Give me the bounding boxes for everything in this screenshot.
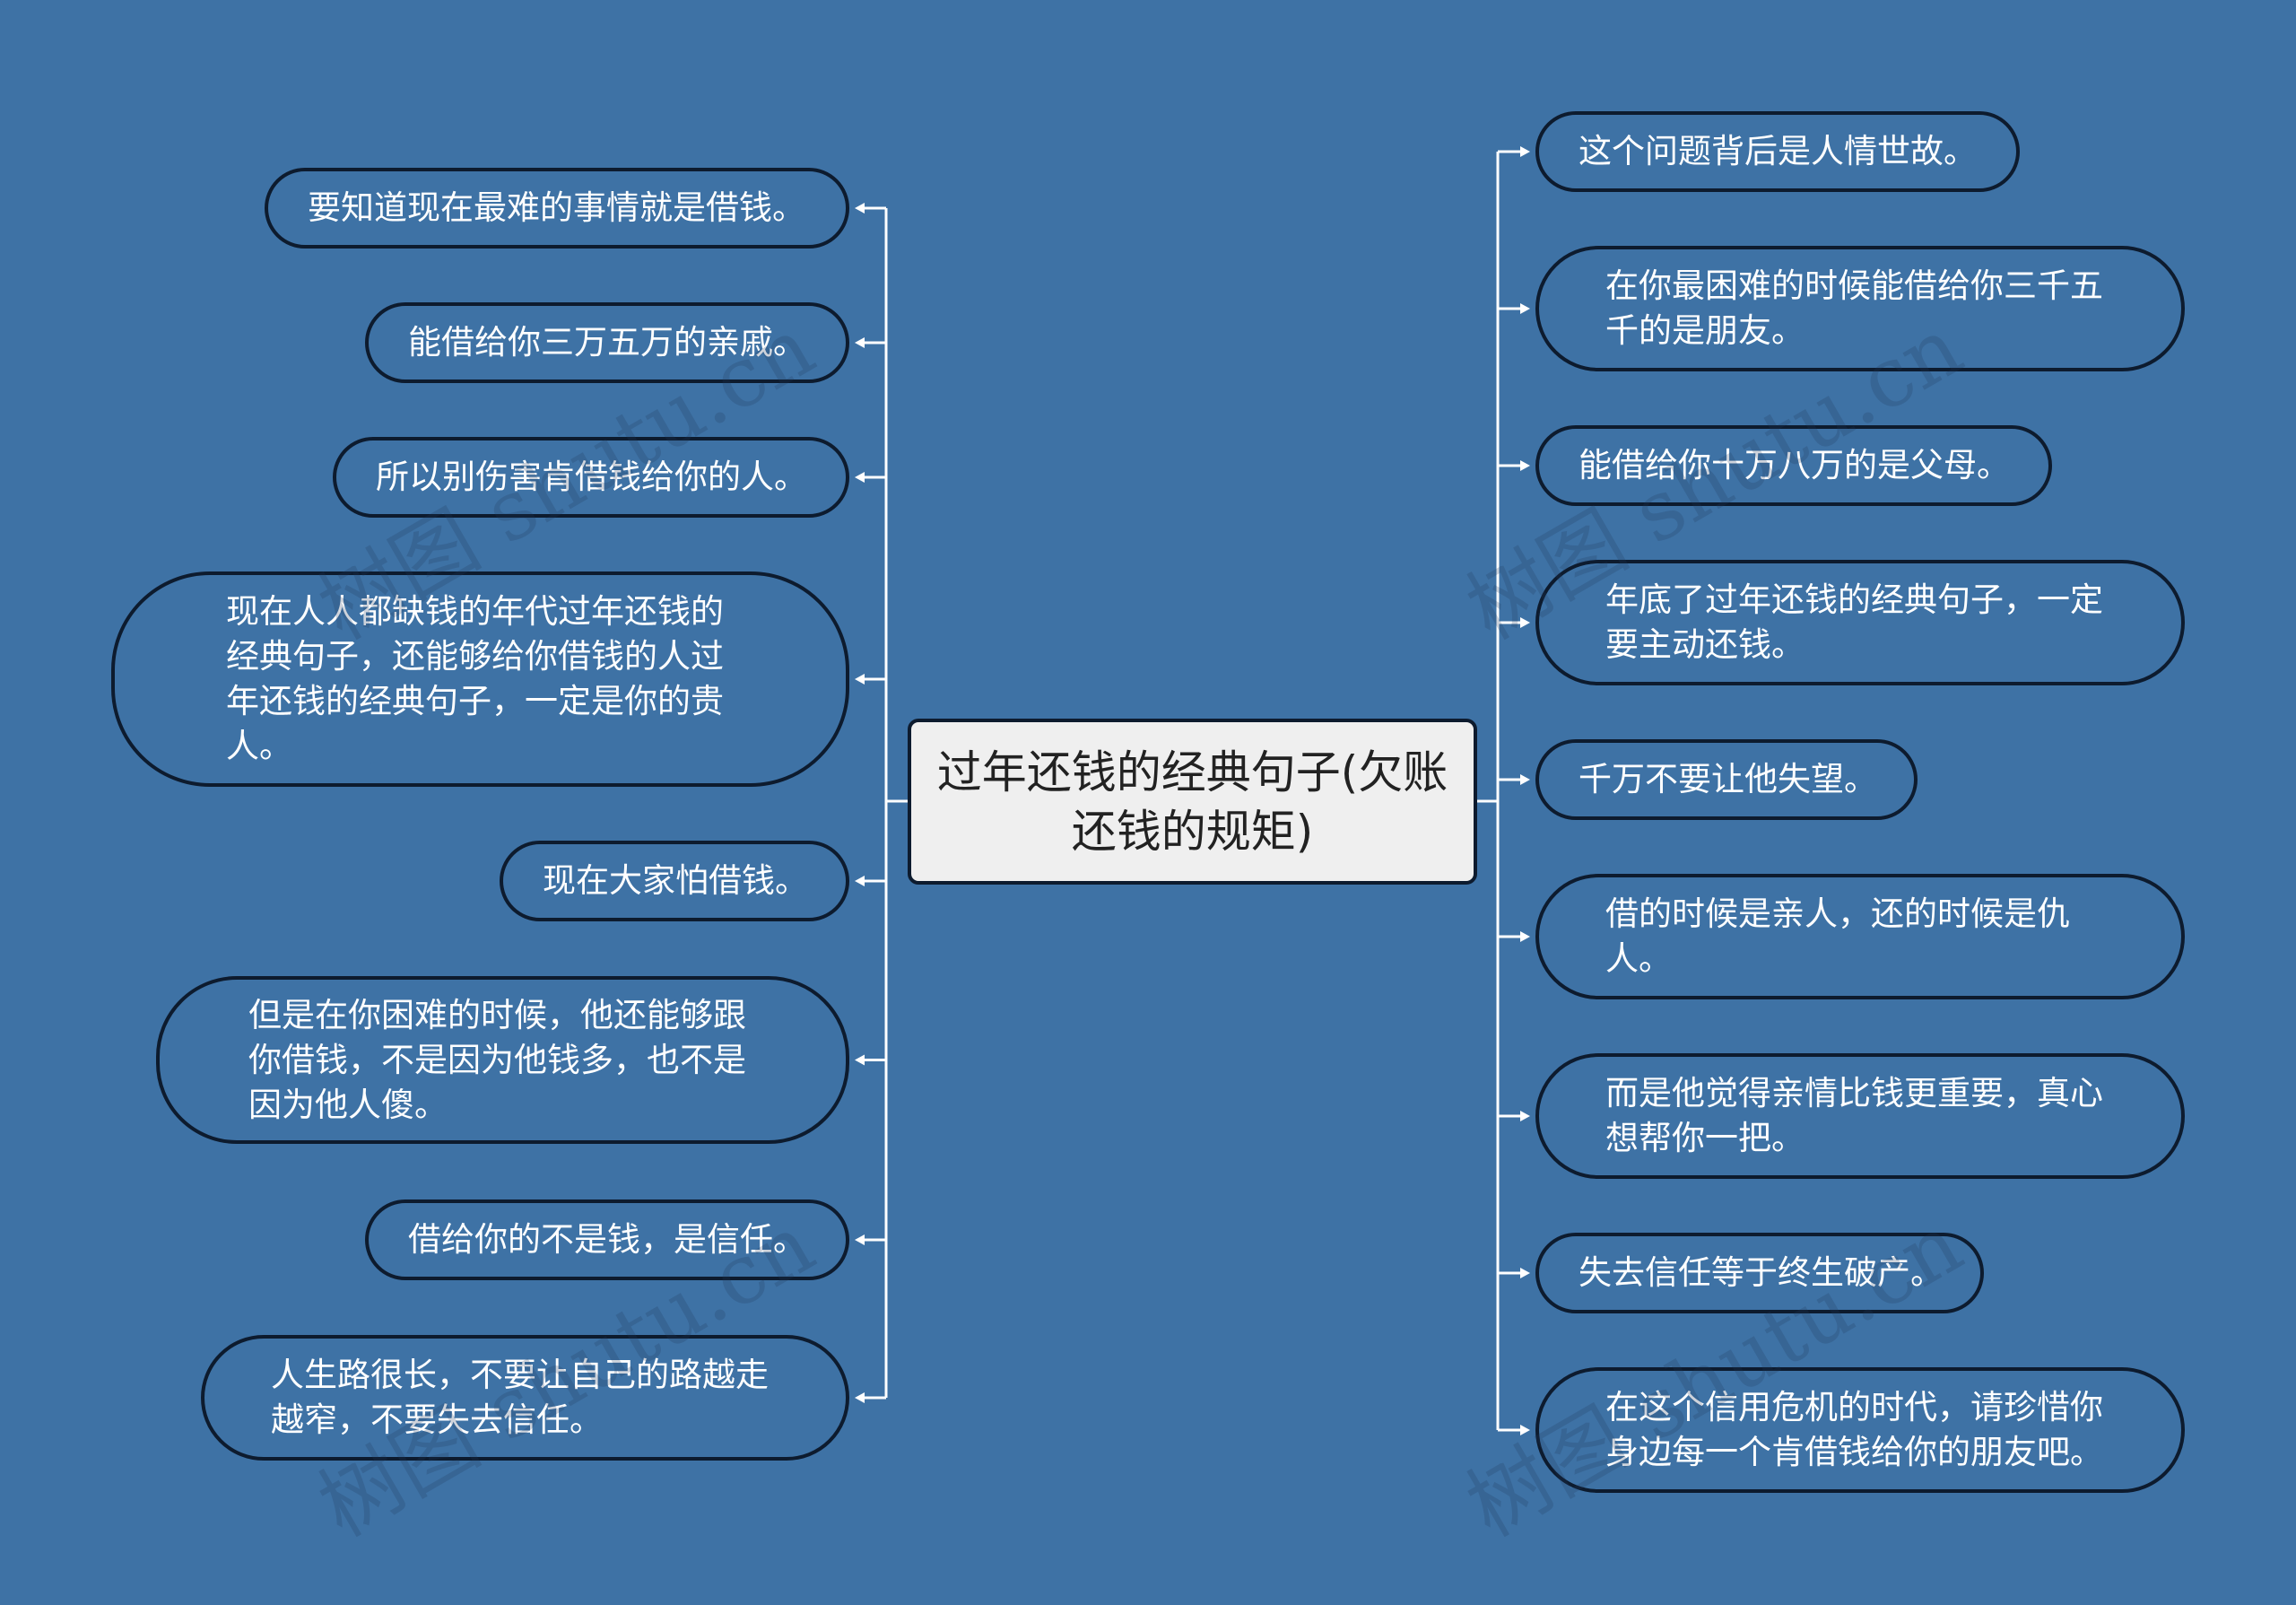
right-topic-9[interactable]: 在这个信用危机的时代，请珍惜你身边每一个肯借钱给你的朋友吧。 [1535, 1367, 2185, 1493]
right-topic-1[interactable]: 这个问题背后是人情世故。 [1535, 111, 2020, 192]
topic-label: 千万不要让他失望。 [1578, 760, 1877, 798]
arrowhead [855, 472, 865, 483]
arrowhead [855, 1054, 865, 1066]
arrowhead [1520, 931, 1530, 942]
arrowhead [1520, 617, 1530, 628]
left-topic-6[interactable]: 但是在你困难的时候，他还能够跟你借钱，不是因为他钱多，也不是因为他人傻。 [156, 976, 849, 1144]
arrowhead [1520, 146, 1530, 157]
right-topic-4[interactable]: 年底了过年还钱的经典句子，一定要主动还钱。 [1535, 560, 2185, 685]
right-topic-2[interactable]: 在你最困难的时候能借给你三千五千的是朋友。 [1535, 246, 2185, 371]
topic-label: 在这个信用危机的时代，请珍惜你身边每一个肯借钱给你的朋友吧。 [1605, 1388, 2103, 1471]
arrowhead [1520, 1268, 1530, 1278]
topic-label: 要知道现在最难的事情就是借钱。 [308, 188, 805, 227]
central-topic-label: 过年还钱的经典句子(欠账还钱的规矩) [936, 746, 1448, 858]
arrowhead [855, 337, 865, 348]
left-topic-7[interactable]: 借给你的不是钱，是信任。 [365, 1199, 849, 1280]
arrowhead [1520, 460, 1530, 471]
topic-label: 现在大家怕借钱。 [543, 861, 808, 900]
arrowhead [855, 674, 865, 685]
right-topic-8[interactable]: 失去信任等于终生破产。 [1535, 1233, 1984, 1313]
arrowhead [855, 1392, 865, 1403]
topic-label: 现在人人都缺钱的年代过年还钱的经典句子，还能够给你借钱的人过年还钱的经典句子，一… [226, 592, 724, 765]
left-topic-3[interactable]: 所以别伤害肯借钱给你的人。 [333, 437, 849, 518]
right-topic-5[interactable]: 千万不要让他失望。 [1535, 739, 1918, 820]
topic-label: 能借给你十万八万的是父母。 [1578, 446, 2010, 484]
left-topic-1[interactable]: 要知道现在最难的事情就是借钱。 [265, 168, 849, 249]
topic-label: 而是他觉得亲情比钱更重要，真心想帮你一把。 [1605, 1074, 2103, 1157]
right-topic-7[interactable]: 而是他觉得亲情比钱更重要，真心想帮你一把。 [1535, 1053, 2185, 1179]
right-topic-6[interactable]: 借的时候是亲人，还的时候是仇人。 [1535, 874, 2185, 999]
arrowhead [1520, 303, 1530, 314]
topic-label: 借给你的不是钱，是信任。 [408, 1220, 806, 1259]
left-topic-2[interactable]: 能借给你三万五万的亲戚。 [365, 302, 849, 383]
arrowhead [1520, 1425, 1530, 1435]
topic-label: 在你最困难的时候能借给你三千五千的是朋友。 [1605, 266, 2103, 350]
topic-label: 年底了过年还钱的经典句子，一定要主动还钱。 [1605, 580, 2103, 664]
topic-label: 失去信任等于终生破产。 [1578, 1253, 1944, 1292]
topic-label: 但是在你困难的时候，他还能够跟你借钱，不是因为他钱多，也不是因为他人傻。 [248, 995, 746, 1124]
topic-label: 所以别伤害肯借钱给你的人。 [376, 458, 807, 496]
arrowhead [1520, 1111, 1530, 1121]
topic-label: 这个问题背后是人情世故。 [1578, 132, 1977, 170]
topic-label: 能借给你三万五万的亲戚。 [408, 323, 806, 362]
arrowhead [855, 203, 865, 214]
arrowhead [855, 1234, 865, 1245]
arrowhead [1520, 774, 1530, 785]
left-topic-4[interactable]: 现在人人都缺钱的年代过年还钱的经典句子，还能够给你借钱的人过年还钱的经典句子，一… [111, 571, 849, 787]
topic-label: 借的时候是亲人，还的时候是仇人。 [1605, 894, 2070, 978]
left-topic-5[interactable]: 现在大家怕借钱。 [500, 841, 849, 921]
right-topic-3[interactable]: 能借给你十万八万的是父母。 [1535, 425, 2052, 506]
central-topic[interactable]: 过年还钱的经典句子(欠账还钱的规矩) [908, 719, 1477, 885]
left-topic-8[interactable]: 人生路很长，不要让自己的路越走越窄，不要失去信任。 [201, 1335, 849, 1461]
topic-label: 人生路很长，不要让自己的路越走越窄，不要失去信任。 [271, 1356, 769, 1439]
arrowhead [855, 876, 865, 886]
